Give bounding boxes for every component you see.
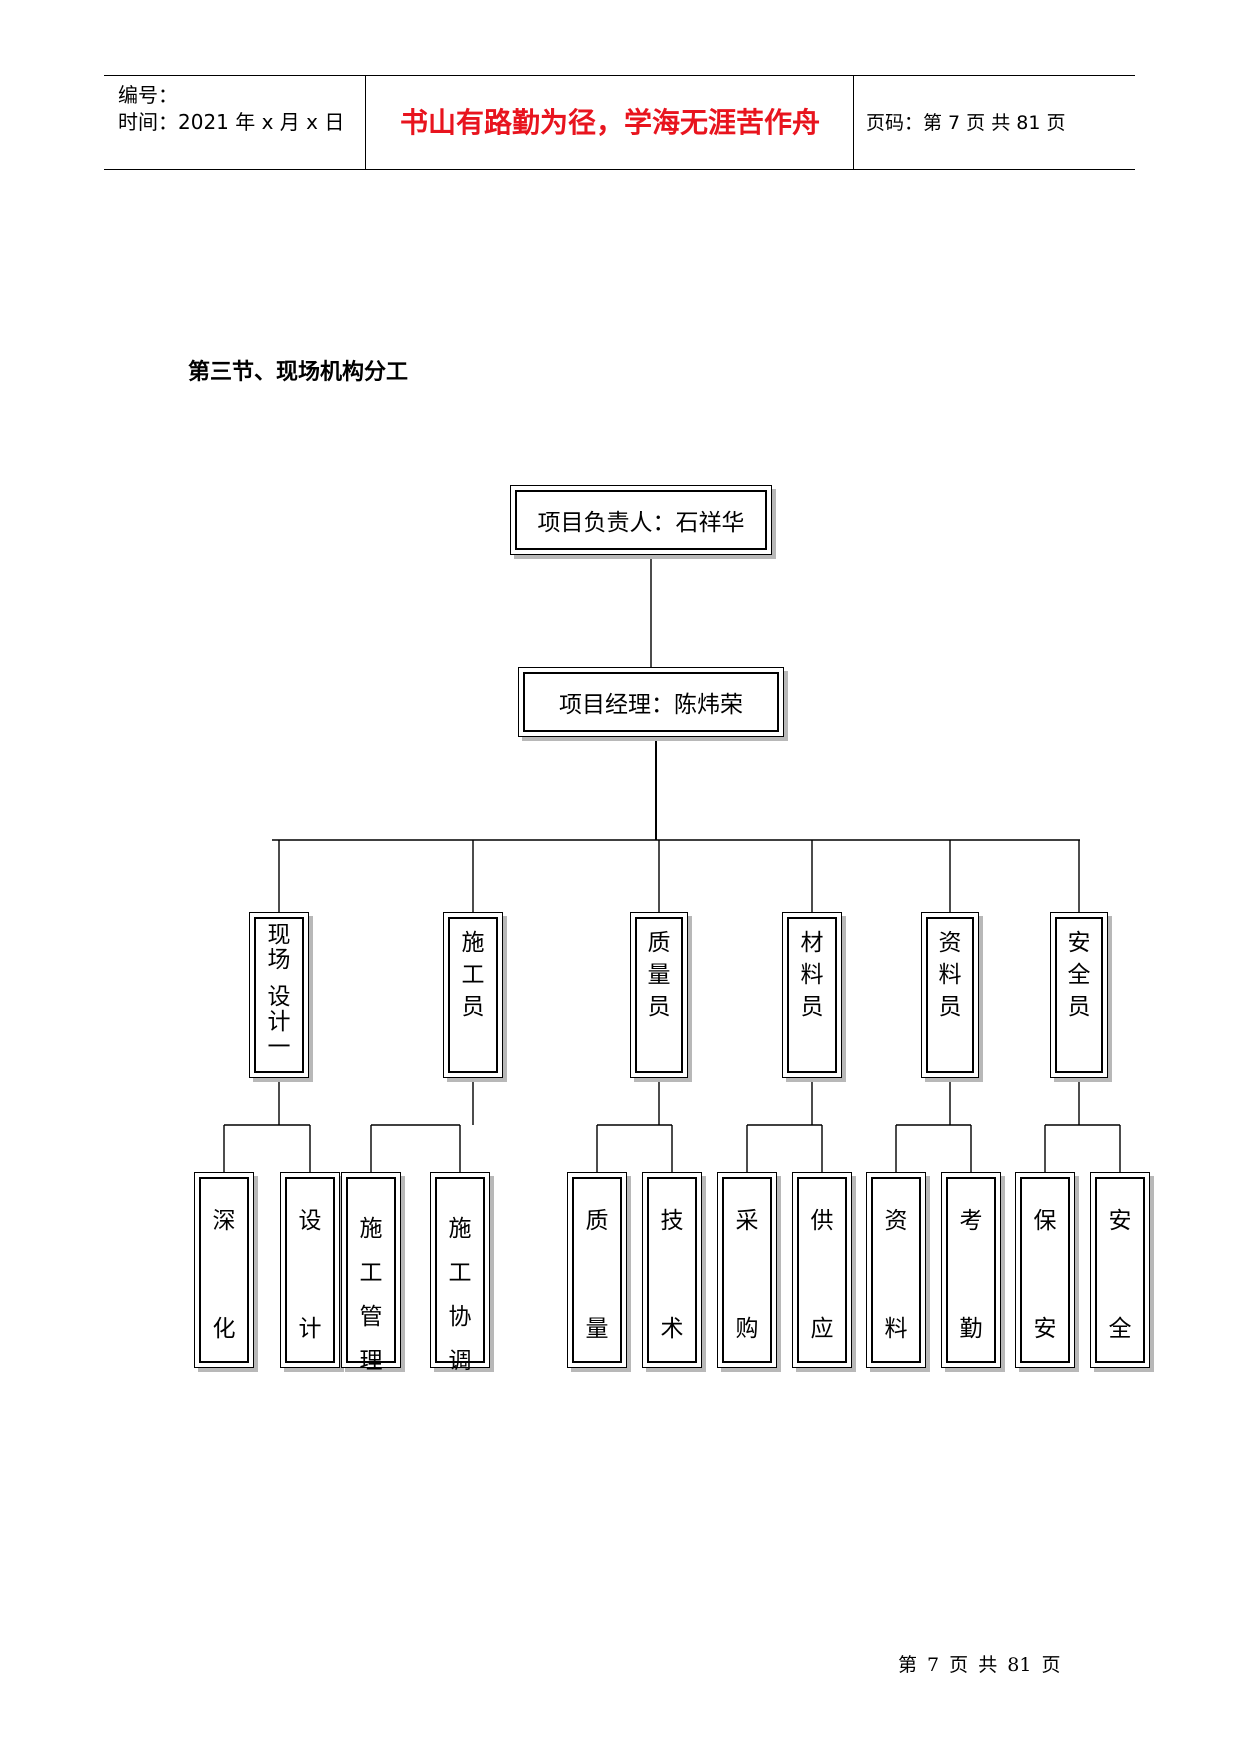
task-label: 技术 <box>643 1173 701 1369</box>
org-box-project-leader: 项目负责人：石祥华 <box>510 485 772 555</box>
org-box-project-manager: 项目经理：陈炜荣 <box>518 667 784 737</box>
dept-label-char: 质 <box>647 930 671 956</box>
project-leader-label: 项目负责人：石祥华 <box>537 510 745 536</box>
project-manager-label: 项目经理：陈炜荣 <box>559 692 743 718</box>
org-box-task: 考勤 <box>941 1172 1001 1368</box>
dept-label-char: 资 <box>938 930 962 956</box>
org-box-dept-construction: 施工员 <box>443 912 503 1078</box>
task-label: 质量 <box>568 1173 626 1369</box>
task-label-char: 调 <box>448 1348 472 1374</box>
dept-label-char: 全 <box>1067 962 1091 988</box>
task-label: 设计 <box>281 1173 339 1369</box>
dept-label-char: 现 <box>267 922 291 948</box>
header-left-cell: 编号： 时间：2021 年 x 月 x 日 <box>104 76 366 169</box>
task-label: 施工管理 <box>342 1173 400 1374</box>
dept-label-char: 员 <box>938 994 962 1020</box>
org-box-task: 保安 <box>1015 1172 1075 1368</box>
org-box-task: 资料 <box>866 1172 926 1368</box>
dept-label-char: 施 <box>461 930 485 956</box>
task-label-char: 设 <box>298 1208 322 1234</box>
task-label-char: 采 <box>735 1208 759 1234</box>
org-box-task: 安全 <box>1090 1172 1150 1368</box>
org-box-dept-document: 资料员 <box>921 912 979 1078</box>
dept-label-char: 料 <box>938 962 962 988</box>
org-box-dept-safety: 安全员 <box>1050 912 1108 1078</box>
dept-label-char: 场 <box>267 947 291 973</box>
org-box-dept-design: 现场设计一 <box>249 912 309 1078</box>
task-label-char: 技 <box>660 1208 684 1234</box>
org-box-task: 施工协调 <box>430 1172 490 1374</box>
page-header: 编号： 时间：2021 年 x 月 x 日 书山有路勤为径，学海无涯苦作舟 页码… <box>104 75 1135 170</box>
task-label-char: 考 <box>959 1208 983 1234</box>
task-label-char: 计 <box>298 1316 322 1342</box>
task-label: 供应 <box>793 1173 851 1369</box>
task-label: 深化 <box>195 1173 253 1369</box>
task-label-char: 量 <box>585 1316 609 1342</box>
dept-label-char: 员 <box>461 994 485 1020</box>
task-label-char: 质 <box>585 1208 609 1234</box>
task-label-char: 工 <box>448 1260 472 1286</box>
dept-label-char: 员 <box>647 994 671 1020</box>
org-box-task: 施工管理 <box>341 1172 401 1374</box>
dept-label-char: 一 <box>267 1034 291 1060</box>
header-motto-cell: 书山有路勤为径，学海无涯苦作舟 <box>366 76 854 169</box>
header-page-number: 页码：第 7 页 共 81 页 <box>866 112 1066 134</box>
task-label: 资料 <box>867 1173 925 1369</box>
task-label-char: 资 <box>884 1208 908 1234</box>
task-label-char: 保 <box>1033 1208 1057 1234</box>
org-box-dept-material: 材料员 <box>782 912 842 1078</box>
task-label-char: 供 <box>810 1208 834 1234</box>
header-page-cell: 页码：第 7 页 共 81 页 <box>854 76 1135 169</box>
dept-label-char: 计 <box>267 1009 291 1035</box>
section-title: 第三节、现场机构分工 <box>188 360 409 385</box>
dept-label-char: 安 <box>1067 930 1091 956</box>
task-label-char: 安 <box>1033 1316 1057 1342</box>
dept-label-char: 材 <box>800 930 824 956</box>
org-box-dept-quality: 质量员 <box>630 912 688 1078</box>
document-code-label: 编号： <box>118 83 178 107</box>
dept-label-char: 量 <box>647 962 671 988</box>
task-label-char: 化 <box>212 1316 236 1342</box>
task-label: 考勤 <box>942 1173 1000 1369</box>
document-time-label: 时间：2021 年 x 月 x 日 <box>118 110 345 134</box>
task-label-char: 料 <box>884 1316 908 1342</box>
task-label-char: 应 <box>810 1316 834 1342</box>
dept-label: 资料员 <box>922 927 978 1023</box>
footer-page-number: 第 7 页 共 81 页 <box>898 1654 1061 1676</box>
dept-label: 质量员 <box>631 927 687 1023</box>
dept-label-char: 料 <box>800 962 824 988</box>
task-label-char: 管 <box>359 1304 383 1330</box>
dept-label: 材料员 <box>783 927 841 1023</box>
org-box-task: 技术 <box>642 1172 702 1368</box>
task-label-char: 施 <box>448 1216 472 1242</box>
task-label: 安全 <box>1091 1173 1149 1369</box>
org-box-task: 采购 <box>717 1172 777 1368</box>
org-box-task: 设计 <box>280 1172 340 1368</box>
task-label: 保安 <box>1016 1173 1074 1369</box>
dept-label: 安全员 <box>1051 927 1107 1023</box>
header-motto: 书山有路勤为径，学海无涯苦作舟 <box>399 106 820 139</box>
task-label-char: 术 <box>660 1316 684 1342</box>
task-label-char: 深 <box>212 1208 236 1234</box>
task-label-char: 安 <box>1108 1208 1132 1234</box>
org-box-task: 质量 <box>567 1172 627 1368</box>
task-label-char: 施 <box>359 1216 383 1242</box>
task-label-char: 全 <box>1108 1316 1132 1342</box>
task-label-char: 工 <box>359 1260 383 1286</box>
dept-label-char: 设 <box>267 984 291 1010</box>
dept-label-char: 员 <box>800 994 824 1020</box>
org-box-task: 供应 <box>792 1172 852 1368</box>
task-label: 施工协调 <box>431 1173 489 1374</box>
dept-label: 现场设计一 <box>250 923 308 1060</box>
task-label-char: 勤 <box>959 1316 983 1342</box>
task-label-char: 协 <box>448 1304 472 1330</box>
org-box-task: 深化 <box>194 1172 254 1368</box>
dept-label-char: 员 <box>1067 994 1091 1020</box>
task-label-char: 购 <box>735 1316 759 1342</box>
task-label: 采购 <box>718 1173 776 1369</box>
dept-label-char: 工 <box>461 962 485 988</box>
task-label-char: 理 <box>359 1348 383 1374</box>
dept-label: 施工员 <box>444 927 502 1023</box>
